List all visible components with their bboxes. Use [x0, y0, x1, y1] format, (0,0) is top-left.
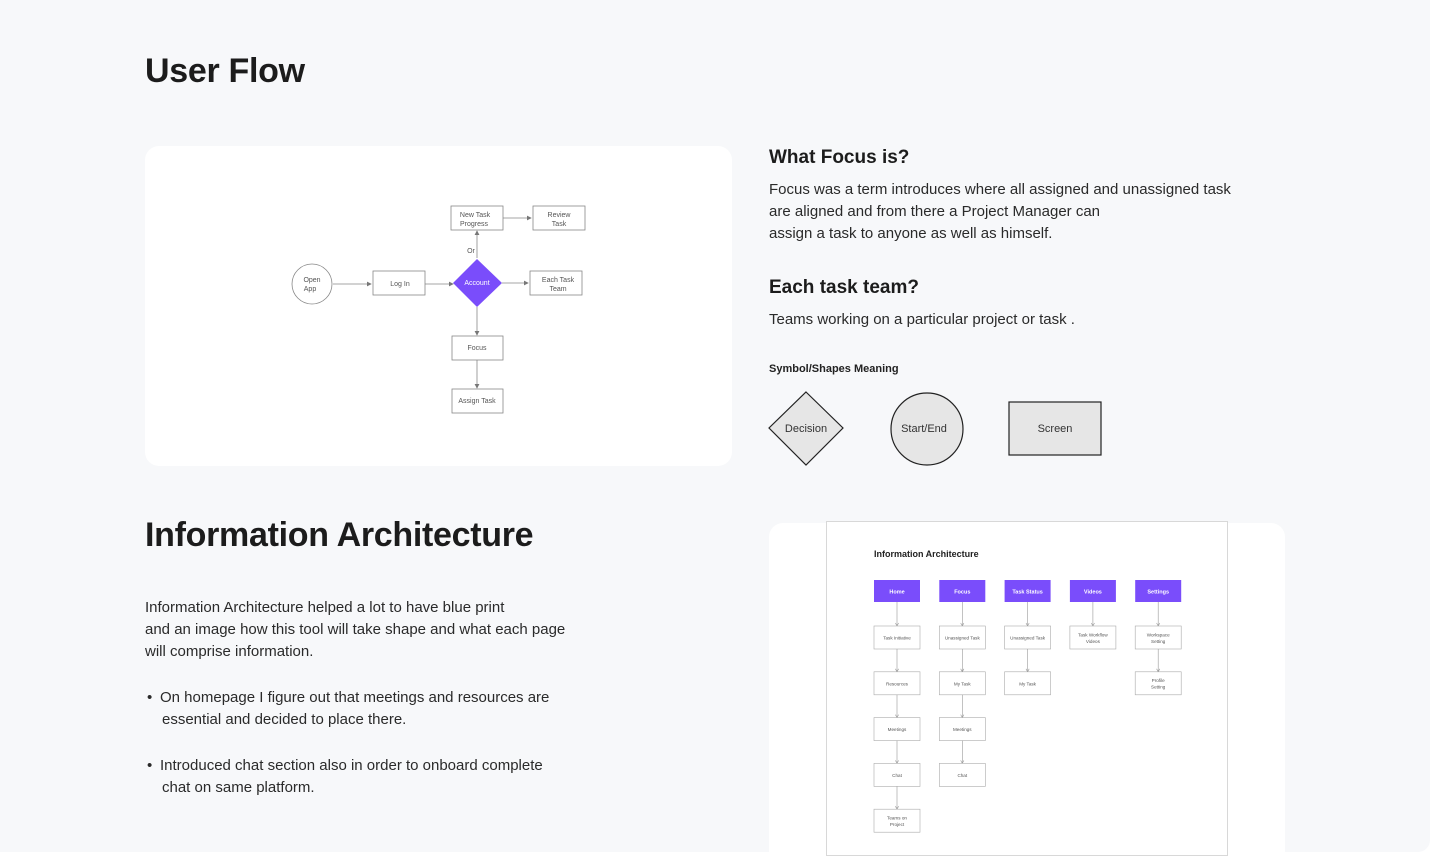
- ia-item-label: Task Initiative: [883, 636, 911, 641]
- review-task-node: [532, 205, 586, 231]
- legend-title: Symbol/Shapes Meaning: [769, 363, 899, 375]
- ia-item-box: [873, 717, 921, 741]
- user-flow-diagram: Open App Log In Account New Task Progres…: [291, 205, 586, 414]
- ia-item-label: My Task: [1019, 681, 1036, 686]
- ia-header-box: [1069, 580, 1116, 602]
- bullet-2-line-2: chat on same platform.: [162, 779, 315, 796]
- ia-item-box: [1069, 625, 1117, 650]
- ia-item-box: [939, 763, 986, 787]
- ia-item-label: Setting: [1151, 685, 1166, 690]
- user-flow-title: User Flow: [145, 52, 305, 90]
- bullet-1-line-1: On homepage I figure out that meetings a…: [160, 689, 550, 706]
- ia-header-label: Home: [889, 590, 904, 596]
- focus-label: Focus: [467, 345, 487, 352]
- ia-item-label: Setting: [1151, 639, 1166, 644]
- open-app-label-1: Open: [303, 277, 320, 284]
- ia-item-box: [1004, 671, 1051, 696]
- bullet-1-line-2: essential and decided to place there.: [162, 711, 407, 728]
- team-description: Teams working on a particular project or…: [769, 311, 1075, 328]
- ia-item-box: [1134, 671, 1182, 696]
- ia-header-label: Task Status: [1012, 590, 1042, 596]
- ia-item-label: Teams on: [887, 815, 907, 820]
- focus-heading: What Focus is?: [769, 147, 910, 168]
- focus-line-2: are aligned and from there a Project Man…: [769, 203, 1101, 220]
- ia-bullet-2: • Introduced chat section also in order …: [147, 755, 617, 799]
- focus-description: Focus was a term introduces where all as…: [769, 179, 1289, 245]
- screen-label: Screen: [1038, 423, 1073, 435]
- bullet-dot: •: [147, 757, 153, 774]
- ia-item-box: [939, 671, 986, 696]
- ia-header-box: [1004, 580, 1051, 602]
- ia-item-box: [939, 717, 986, 741]
- ia-item-label: Resources: [886, 681, 909, 686]
- ia-header-label: Videos: [1084, 590, 1102, 596]
- ia-item-label: Meetings: [953, 727, 972, 732]
- decision-label: Decision: [785, 423, 827, 435]
- ia-item-label: Profile: [1152, 678, 1165, 683]
- start-end-shape: [890, 392, 964, 466]
- ia-item-label: Unassigned Task: [945, 636, 981, 641]
- ia-item-label: Project: [890, 822, 905, 827]
- ia-header-box: [874, 580, 920, 602]
- ia-item-box: [1134, 625, 1182, 650]
- bullet-dot: •: [147, 689, 153, 706]
- new-task-progress-node: [450, 205, 504, 231]
- account-label: Account: [464, 280, 489, 287]
- new-task-label-2: Progress: [460, 221, 489, 228]
- decision-shape: [768, 391, 844, 466]
- ia-item-label: Chat: [957, 773, 967, 778]
- assign-task-node: [451, 388, 504, 414]
- ia-intro-line-1: Information Architecture helped a lot to…: [145, 599, 505, 616]
- new-task-label-1: New Task: [460, 212, 491, 219]
- ia-intro-line-3: will comprise information.: [145, 643, 314, 660]
- ia-header-label: Settings: [1147, 590, 1169, 596]
- review-task-label-1: Review: [548, 212, 572, 219]
- open-app-node: [291, 263, 333, 305]
- ia-item-box: [873, 808, 921, 833]
- bullet-2-line-1: Introduced chat section also in order to…: [160, 757, 543, 774]
- ia-intro: Information Architecture helped a lot to…: [145, 597, 665, 663]
- open-app-label-2: App: [304, 286, 317, 293]
- assign-task-label: Assign Task: [458, 398, 496, 405]
- ia-item-label: Videos: [1086, 639, 1101, 644]
- each-task-team-label-1: Each Task: [542, 277, 575, 284]
- ia-diagram-title: Information Architecture: [874, 549, 979, 559]
- ia-header-label: Focus: [954, 590, 970, 596]
- log-in-label: Log In: [390, 281, 410, 288]
- account-node: [453, 259, 502, 307]
- ia-item-label: Meetings: [888, 727, 907, 732]
- or-label: Or: [467, 248, 475, 255]
- ia-bullet-1: • On homepage I figure out that meetings…: [147, 687, 617, 731]
- legend-shapes: Decision Start/End Screen: [768, 391, 1102, 466]
- ia-title: Information Architecture: [145, 516, 534, 554]
- review-task-label-2: Task: [552, 221, 567, 228]
- focus-node: [451, 335, 504, 361]
- user-flow-card: Open App Log In Account New Task Progres…: [145, 146, 732, 466]
- ia-item-label: Chat: [892, 773, 902, 778]
- ia-item-label: Task Workflow: [1078, 632, 1108, 637]
- ia-intro-line-2: and an image how this tool will take sha…: [145, 621, 566, 638]
- focus-line-1: Focus was a term introduces where all as…: [769, 181, 1231, 198]
- ia-header-box: [939, 580, 986, 602]
- ia-item-box: [873, 671, 921, 696]
- screen-shape: [1008, 401, 1102, 456]
- ia-item-label: Unassigned Task: [1010, 636, 1046, 641]
- ia-item-label: My Task: [954, 681, 971, 686]
- team-heading: Each task team?: [769, 277, 919, 298]
- each-task-team-label-2: Team: [549, 286, 566, 293]
- ia-item-label: Workspace: [1147, 632, 1170, 637]
- ia-header-box: [1135, 580, 1182, 602]
- start-end-label: Start/End: [901, 423, 947, 435]
- log-in-node: [372, 270, 426, 296]
- each-task-team-node: [529, 270, 583, 296]
- focus-line-3: assign a task to anyone as well as himse…: [769, 225, 1053, 242]
